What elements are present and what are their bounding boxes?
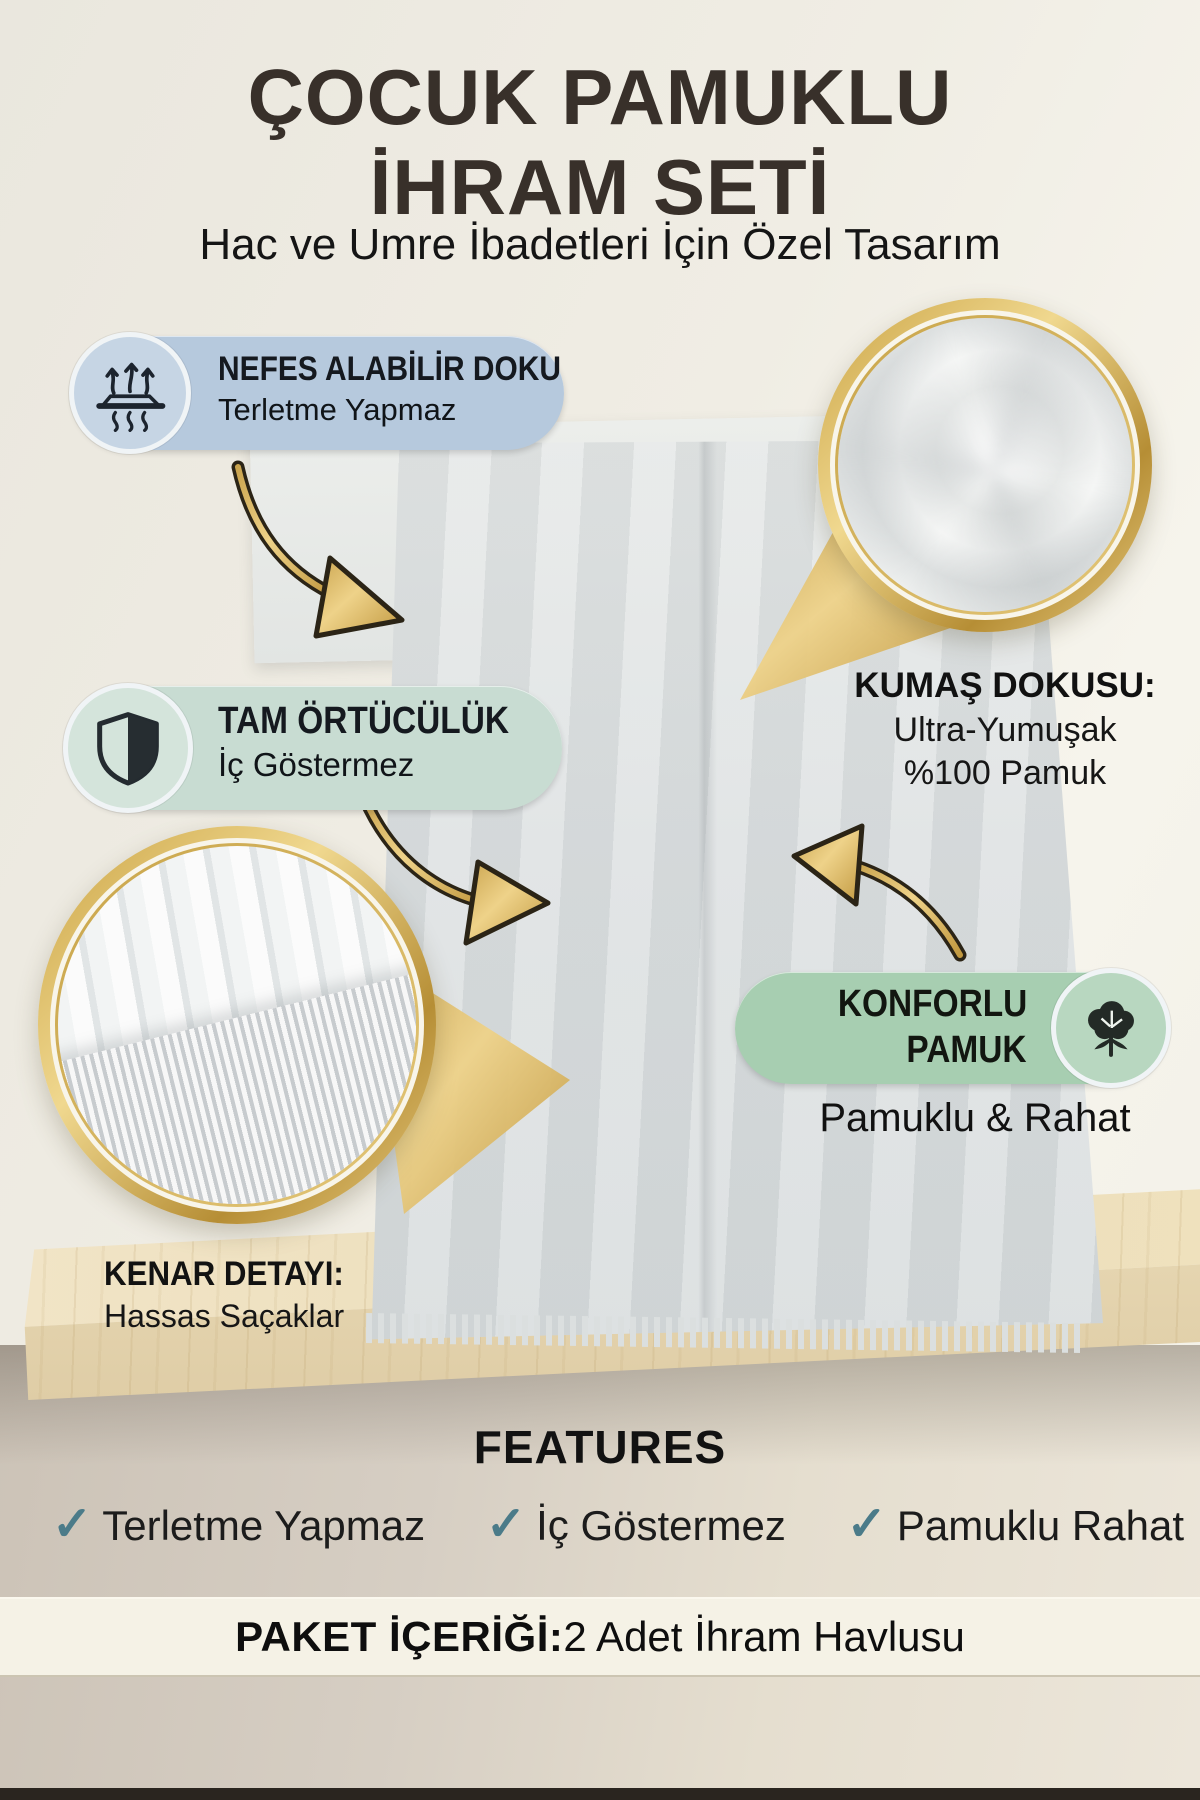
title-line-2: İHRAM SETİ bbox=[369, 143, 831, 232]
fringe-circle-gap-ring bbox=[50, 838, 424, 1212]
features-list: ✓ Terletme Yapmaz ✓ İç Göstermez ✓ Pamuk… bbox=[52, 1498, 1184, 1554]
coverage-title: TAM ÖRTÜCÜLÜK bbox=[218, 700, 510, 742]
shield-icon bbox=[88, 708, 168, 788]
comfort-title-line2: PAMUK bbox=[906, 1028, 1027, 1071]
comfort-icon-circle bbox=[1051, 968, 1171, 1088]
floor-background bbox=[0, 1345, 1200, 1800]
fabric-closeup-circle bbox=[818, 298, 1152, 632]
coverage-icon-circle bbox=[63, 683, 193, 813]
feature-label-3: Pamuklu Rahat bbox=[896, 1502, 1184, 1549]
feature-item-1: ✓ Terletme Yapmaz bbox=[52, 1498, 425, 1554]
callout-comfort: KONFORLU PAMUK bbox=[735, 968, 1171, 1088]
page-title: ÇOCUK PAMUKLU İHRAM SETİ bbox=[0, 52, 1200, 233]
breathable-icon-circle bbox=[69, 332, 191, 454]
breathable-title: NEFES ALABİLİR DOKU bbox=[218, 350, 561, 388]
fabric-circle-gap-ring bbox=[830, 310, 1140, 620]
fabric-caption-line2: %100 Pamuk bbox=[903, 754, 1107, 793]
check-icon: ✓ bbox=[846, 1498, 887, 1551]
callout-fabric-texture: KUMAŞ DOKUSU: Ultra-Yumuşak %100 Pamuk bbox=[810, 664, 1200, 796]
breathable-airflow-icon bbox=[91, 354, 169, 432]
fabric-closeup-photo bbox=[838, 318, 1132, 612]
callout-breathable: NEFES ALABİLİR DOKU Terletme Yapmaz bbox=[69, 332, 564, 454]
feature-item-2: ✓ İç Göstermez bbox=[486, 1498, 786, 1554]
edge-caption-line: Hassas Saçaklar bbox=[104, 1298, 345, 1335]
fringe-strands-texture bbox=[58, 964, 416, 1204]
fabric-circle-inner-ring bbox=[835, 315, 1135, 615]
fringe-closeup-photo bbox=[58, 846, 416, 1204]
page-subtitle: Hac ve Umre İbadetleri İçin Özel Tasarım bbox=[199, 220, 1001, 269]
cotton-flower-icon bbox=[1073, 990, 1149, 1066]
check-icon: ✓ bbox=[52, 1498, 93, 1551]
comfort-subtitle: Pamuklu & Rahat bbox=[819, 1096, 1131, 1140]
features-heading: FEATURES bbox=[473, 1421, 727, 1473]
callout-edge-detail: KENAR DETAYI: Hassas Saçaklar bbox=[104, 1252, 365, 1338]
check-icon: ✓ bbox=[485, 1498, 527, 1551]
coverage-subtitle: İç Göstermez bbox=[218, 746, 415, 783]
package-label: PAKET İÇERİĞİ: bbox=[235, 1613, 564, 1660]
package-value: 2 Adet İhram Havlusu bbox=[563, 1613, 965, 1660]
fabric-caption-title: KUMAŞ DOKUSU: bbox=[854, 666, 1156, 705]
feature-label-2: İç Göstermez bbox=[536, 1502, 786, 1549]
comfort-title-line1: KONFORLU bbox=[837, 983, 1027, 1025]
title-line-1: ÇOCUK PAMUKLU bbox=[247, 53, 953, 141]
bottom-border-strip bbox=[0, 1788, 1200, 1800]
feature-label-1: Terletme Yapmaz bbox=[102, 1502, 426, 1549]
breathable-subtitle: Terletme Yapmaz bbox=[218, 392, 457, 427]
callout-coverage: TAM ÖRTÜCÜLÜK İç Göstermez bbox=[63, 683, 562, 813]
fringe-circle-inner-ring bbox=[55, 843, 419, 1207]
package-content-bar: PAKET İÇERİĞİ: 2 Adet İhram Havlusu bbox=[0, 1597, 1200, 1677]
feature-item-3: ✓ Pamuklu Rahat bbox=[847, 1498, 1184, 1554]
fringe-closeup-circle bbox=[38, 826, 436, 1224]
edge-caption-title: KENAR DETAYI: bbox=[104, 1255, 344, 1293]
fabric-caption-line1: Ultra-Yumuşak bbox=[893, 710, 1117, 749]
